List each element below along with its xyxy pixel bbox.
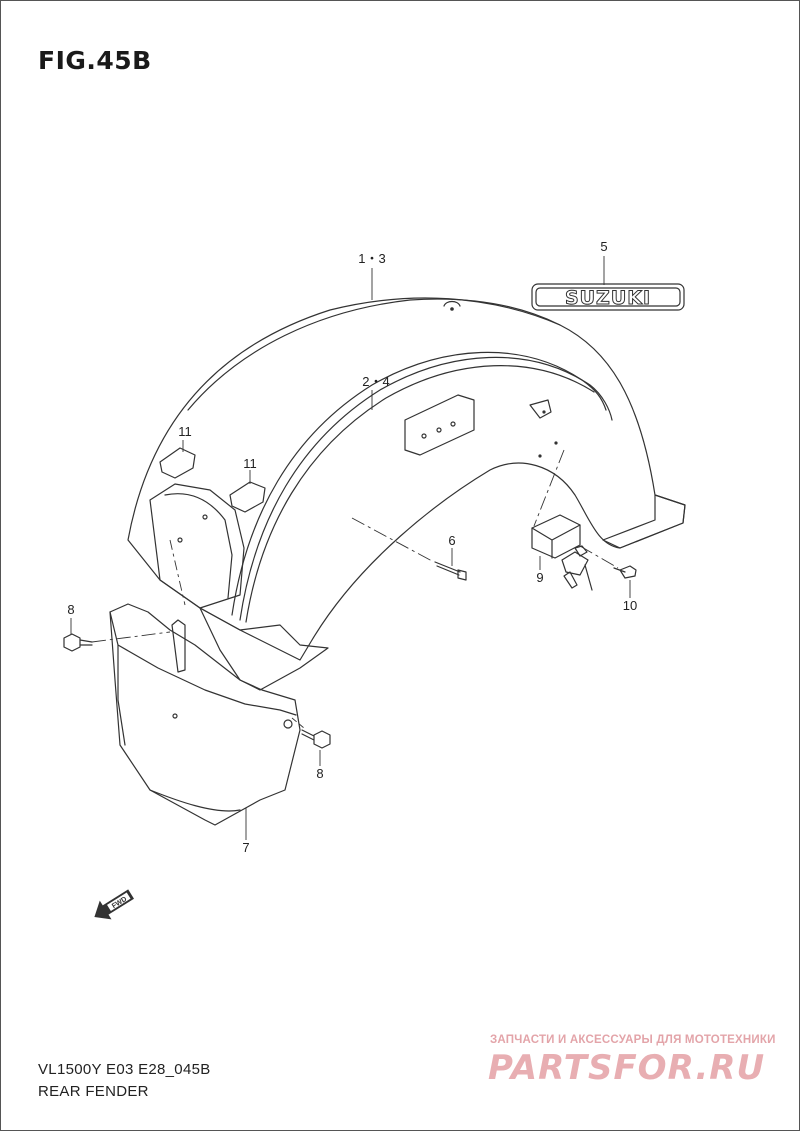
bolt-8-left <box>63 633 93 652</box>
screw-6 <box>434 561 467 581</box>
callout-5: 5 <box>600 239 607 254</box>
watermark-tagline: ЗАПЧАСТИ И АКСЕССУАРЫ ДЛЯ МОТОТЕХНИКИ <box>490 1034 776 1046</box>
emblem-text: SUZUKI <box>565 287 651 309</box>
seat-lock-9 <box>531 514 581 559</box>
callout-9: 9 <box>536 570 543 585</box>
fender-top-hook <box>443 300 461 307</box>
rear-flap <box>199 607 329 691</box>
model-code: VL1500Y E03 E28_045B <box>38 1061 211 1078</box>
callout-7: 7 <box>242 840 249 855</box>
bolt-8-right <box>301 729 331 749</box>
fender-inner-edge <box>239 356 613 621</box>
callout-6: 6 <box>448 533 455 548</box>
fender-inner-edge-3 <box>245 365 595 623</box>
callout-11-left: 11 <box>178 424 192 439</box>
fender-crest-line <box>187 298 561 411</box>
fender-inner-edge-2 <box>231 351 607 616</box>
fwd-label: FWD <box>111 896 128 910</box>
rear-fender-outer <box>127 297 686 661</box>
figure-title: FIG.45B <box>38 46 152 75</box>
callout-2-4: 2・4 <box>362 374 389 389</box>
callout-8-left: 8 <box>67 602 74 617</box>
fwd-arrow-icon: FWD <box>94 889 134 920</box>
suzuki-emblem-5 <box>531 283 685 311</box>
reflector-label-right <box>229 481 266 513</box>
callout-10: 10 <box>623 598 637 613</box>
lock-mount-tab <box>529 399 552 419</box>
fender-side-plate <box>404 394 475 456</box>
fender-cover-7 <box>109 603 301 826</box>
callout-8-right: 8 <box>316 766 323 781</box>
fender-tail <box>602 494 686 549</box>
callout-11-right: 11 <box>243 456 257 471</box>
watermark-logo: PARTSFOR.RU <box>488 1048 766 1088</box>
reflector-label-left <box>159 447 196 479</box>
inner-mudguard <box>149 483 245 609</box>
screw-10 <box>613 565 637 579</box>
section-name: REAR FENDER <box>38 1083 149 1100</box>
callout-1-3: 1・3 <box>358 251 385 266</box>
